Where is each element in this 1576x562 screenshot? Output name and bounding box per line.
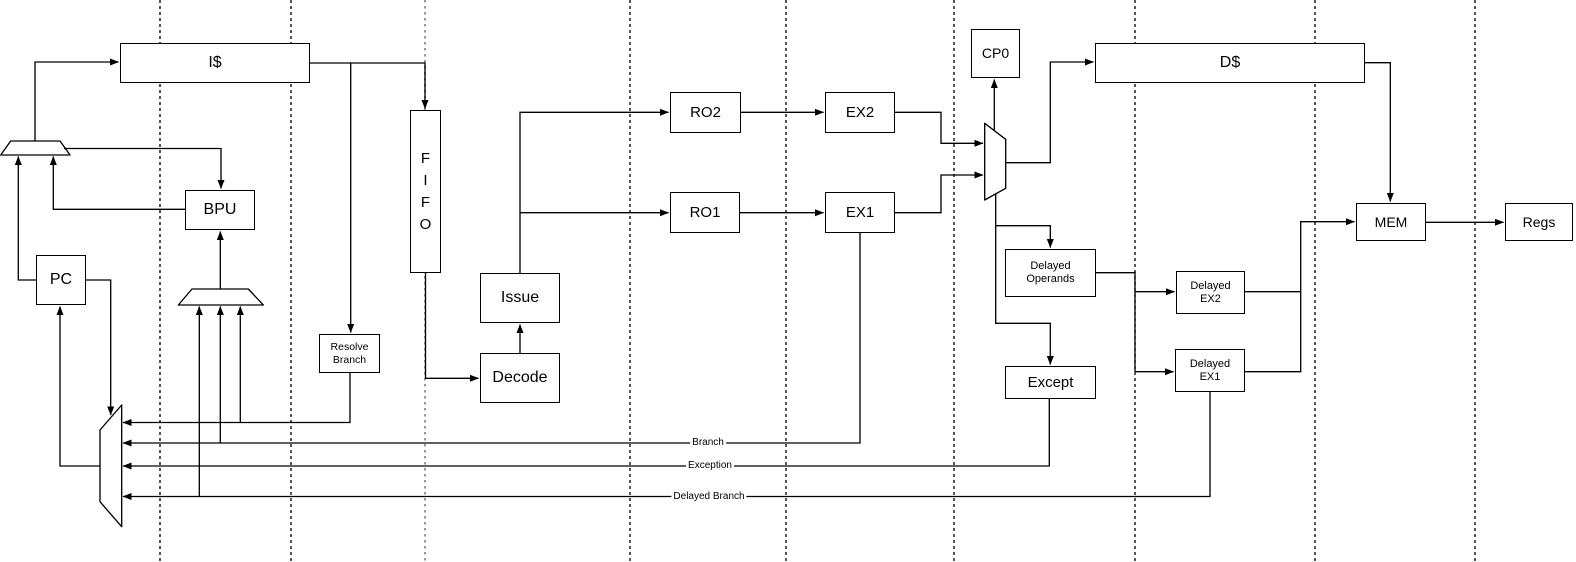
fetch-pc-mux xyxy=(0,140,71,156)
node-mem: MEM xyxy=(1356,203,1426,241)
edge-label-branch: Branch xyxy=(690,437,726,449)
edge-icache-to-fifo xyxy=(310,62,429,109)
node-ro1: RO1 xyxy=(670,192,740,233)
edge-muxa-to-icache xyxy=(34,58,119,141)
edge-muxc-to-pc xyxy=(56,306,100,467)
edge-label-delayed-branch: Delayed Branch xyxy=(671,490,747,503)
edge-muxd-to-delayed-operands xyxy=(995,225,1054,248)
node-ro2: RO2 xyxy=(670,92,741,133)
edge-ex1-to-muxd xyxy=(895,171,984,214)
node-decode: Decode xyxy=(480,353,560,403)
node-delayed-ex1: Delayed EX1 xyxy=(1175,349,1245,392)
edge-delayed-operands-split xyxy=(1096,272,1136,372)
edge-muxd-to-except xyxy=(995,193,1054,365)
node-except: Except xyxy=(1005,366,1096,399)
edge-ex2-to-muxd xyxy=(895,111,984,147)
edge-pc-to-muxc xyxy=(86,279,115,416)
bpu-input-mux xyxy=(177,288,264,306)
node-resolve-branch: Resolve Branch xyxy=(319,334,380,373)
node-delayed-ex2: Delayed EX2 xyxy=(1176,271,1245,314)
node-ex2: EX2 xyxy=(825,92,895,133)
edge-dcache-to-mem xyxy=(1365,62,1394,202)
pc-writeback-mux xyxy=(99,404,123,528)
node-ex1: EX1 xyxy=(825,192,895,233)
edge-delayedex1-to-mem xyxy=(1245,218,1355,373)
ex-result-mux xyxy=(984,122,1007,201)
edge-pc-to-muxa xyxy=(14,156,36,281)
stage-dividers xyxy=(159,0,1476,562)
node-d-cache: D$ xyxy=(1095,43,1365,83)
edge-except-to-muxc xyxy=(122,398,1050,470)
node-issue: Issue xyxy=(480,273,560,323)
edge-ex1-branch-to-muxc xyxy=(122,233,861,447)
node-cp0: CP0 xyxy=(971,29,1020,78)
node-bpu: BPU xyxy=(185,190,255,230)
edge-issue-to-ro2 xyxy=(519,108,669,273)
node-fifo: F I F O xyxy=(410,110,441,273)
node-pc: PC xyxy=(36,255,86,305)
edge-muxa-to-bpu xyxy=(64,147,225,189)
mux-shapes xyxy=(0,122,1007,528)
edge-muxd-to-dcache xyxy=(1005,58,1094,164)
node-delayed-operands: Delayed Operands xyxy=(1005,249,1096,297)
diagram-edges xyxy=(14,58,1504,500)
node-regs: Regs xyxy=(1505,203,1573,241)
node-i-cache: I$ xyxy=(120,43,310,83)
edge-delayedex1-to-muxc xyxy=(122,392,1211,500)
edge-resolve-branch-to-muxc xyxy=(122,373,351,426)
edge-bpu-to-muxa xyxy=(49,156,185,210)
edge-fifo-to-decode xyxy=(424,272,479,382)
edge-label-exception: Exception xyxy=(686,460,734,472)
